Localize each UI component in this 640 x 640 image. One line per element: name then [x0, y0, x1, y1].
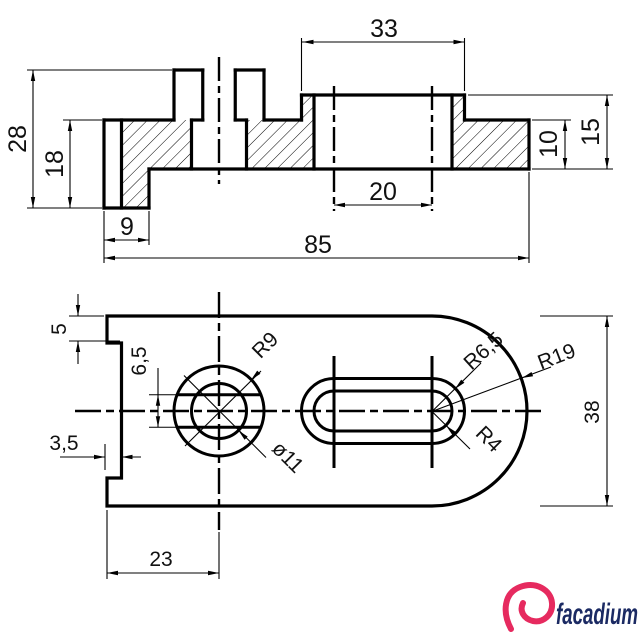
- dim-right-end-height: 15: [577, 118, 605, 146]
- front-view-centerlines: [217, 57, 434, 211]
- label-boss-radius: R9: [248, 328, 283, 363]
- label-slot-outer-radius: R6,5: [459, 328, 507, 375]
- dim-hole-center-offset: 23: [149, 548, 172, 571]
- dim-plate-thickness: 10: [535, 130, 563, 158]
- label-end-radius: R19: [535, 339, 579, 374]
- dim-slot-center-distance: 20: [369, 178, 397, 206]
- label-slot-inner-radius: R4: [471, 422, 506, 457]
- dim-notch-top-offset: 5: [48, 323, 71, 335]
- facadium-logo: facadium: [502, 582, 638, 632]
- front-view-arrowheads: [30, 39, 610, 261]
- dim-foot-width: 9: [120, 213, 134, 241]
- dim-total-height: 28: [4, 125, 32, 153]
- label-hole-diameter: ø11: [267, 437, 308, 478]
- top-view-arrowheads: [75, 305, 610, 576]
- dim-cbore-length: 33: [370, 15, 398, 43]
- front-view-dimension-texts: 33 28 18 9 85 20 10 15: [4, 15, 605, 259]
- dim-plate-width: 38: [581, 400, 604, 423]
- dim-notch-depth: 3,5: [49, 432, 78, 455]
- section-hatch-regions: [121, 95, 529, 208]
- dim-boss-slot-width: 6,5: [128, 346, 151, 375]
- front-view-outline: [102, 68, 531, 210]
- top-plan-view: 5 6,5 3,5 23 38 R9 ø11 R6,5 R19 R4: [48, 292, 613, 579]
- facadium-logo-text: facadium: [556, 598, 638, 631]
- dim-wall-height: 18: [41, 150, 69, 178]
- plate-outline: [105, 314, 529, 508]
- dim-total-length: 85: [304, 231, 332, 259]
- front-section-view: 33 28 18 9 85 20 10 15: [4, 15, 613, 263]
- top-view-dimension-lines: [60, 294, 613, 579]
- facadium-spiral-icon: [502, 582, 556, 632]
